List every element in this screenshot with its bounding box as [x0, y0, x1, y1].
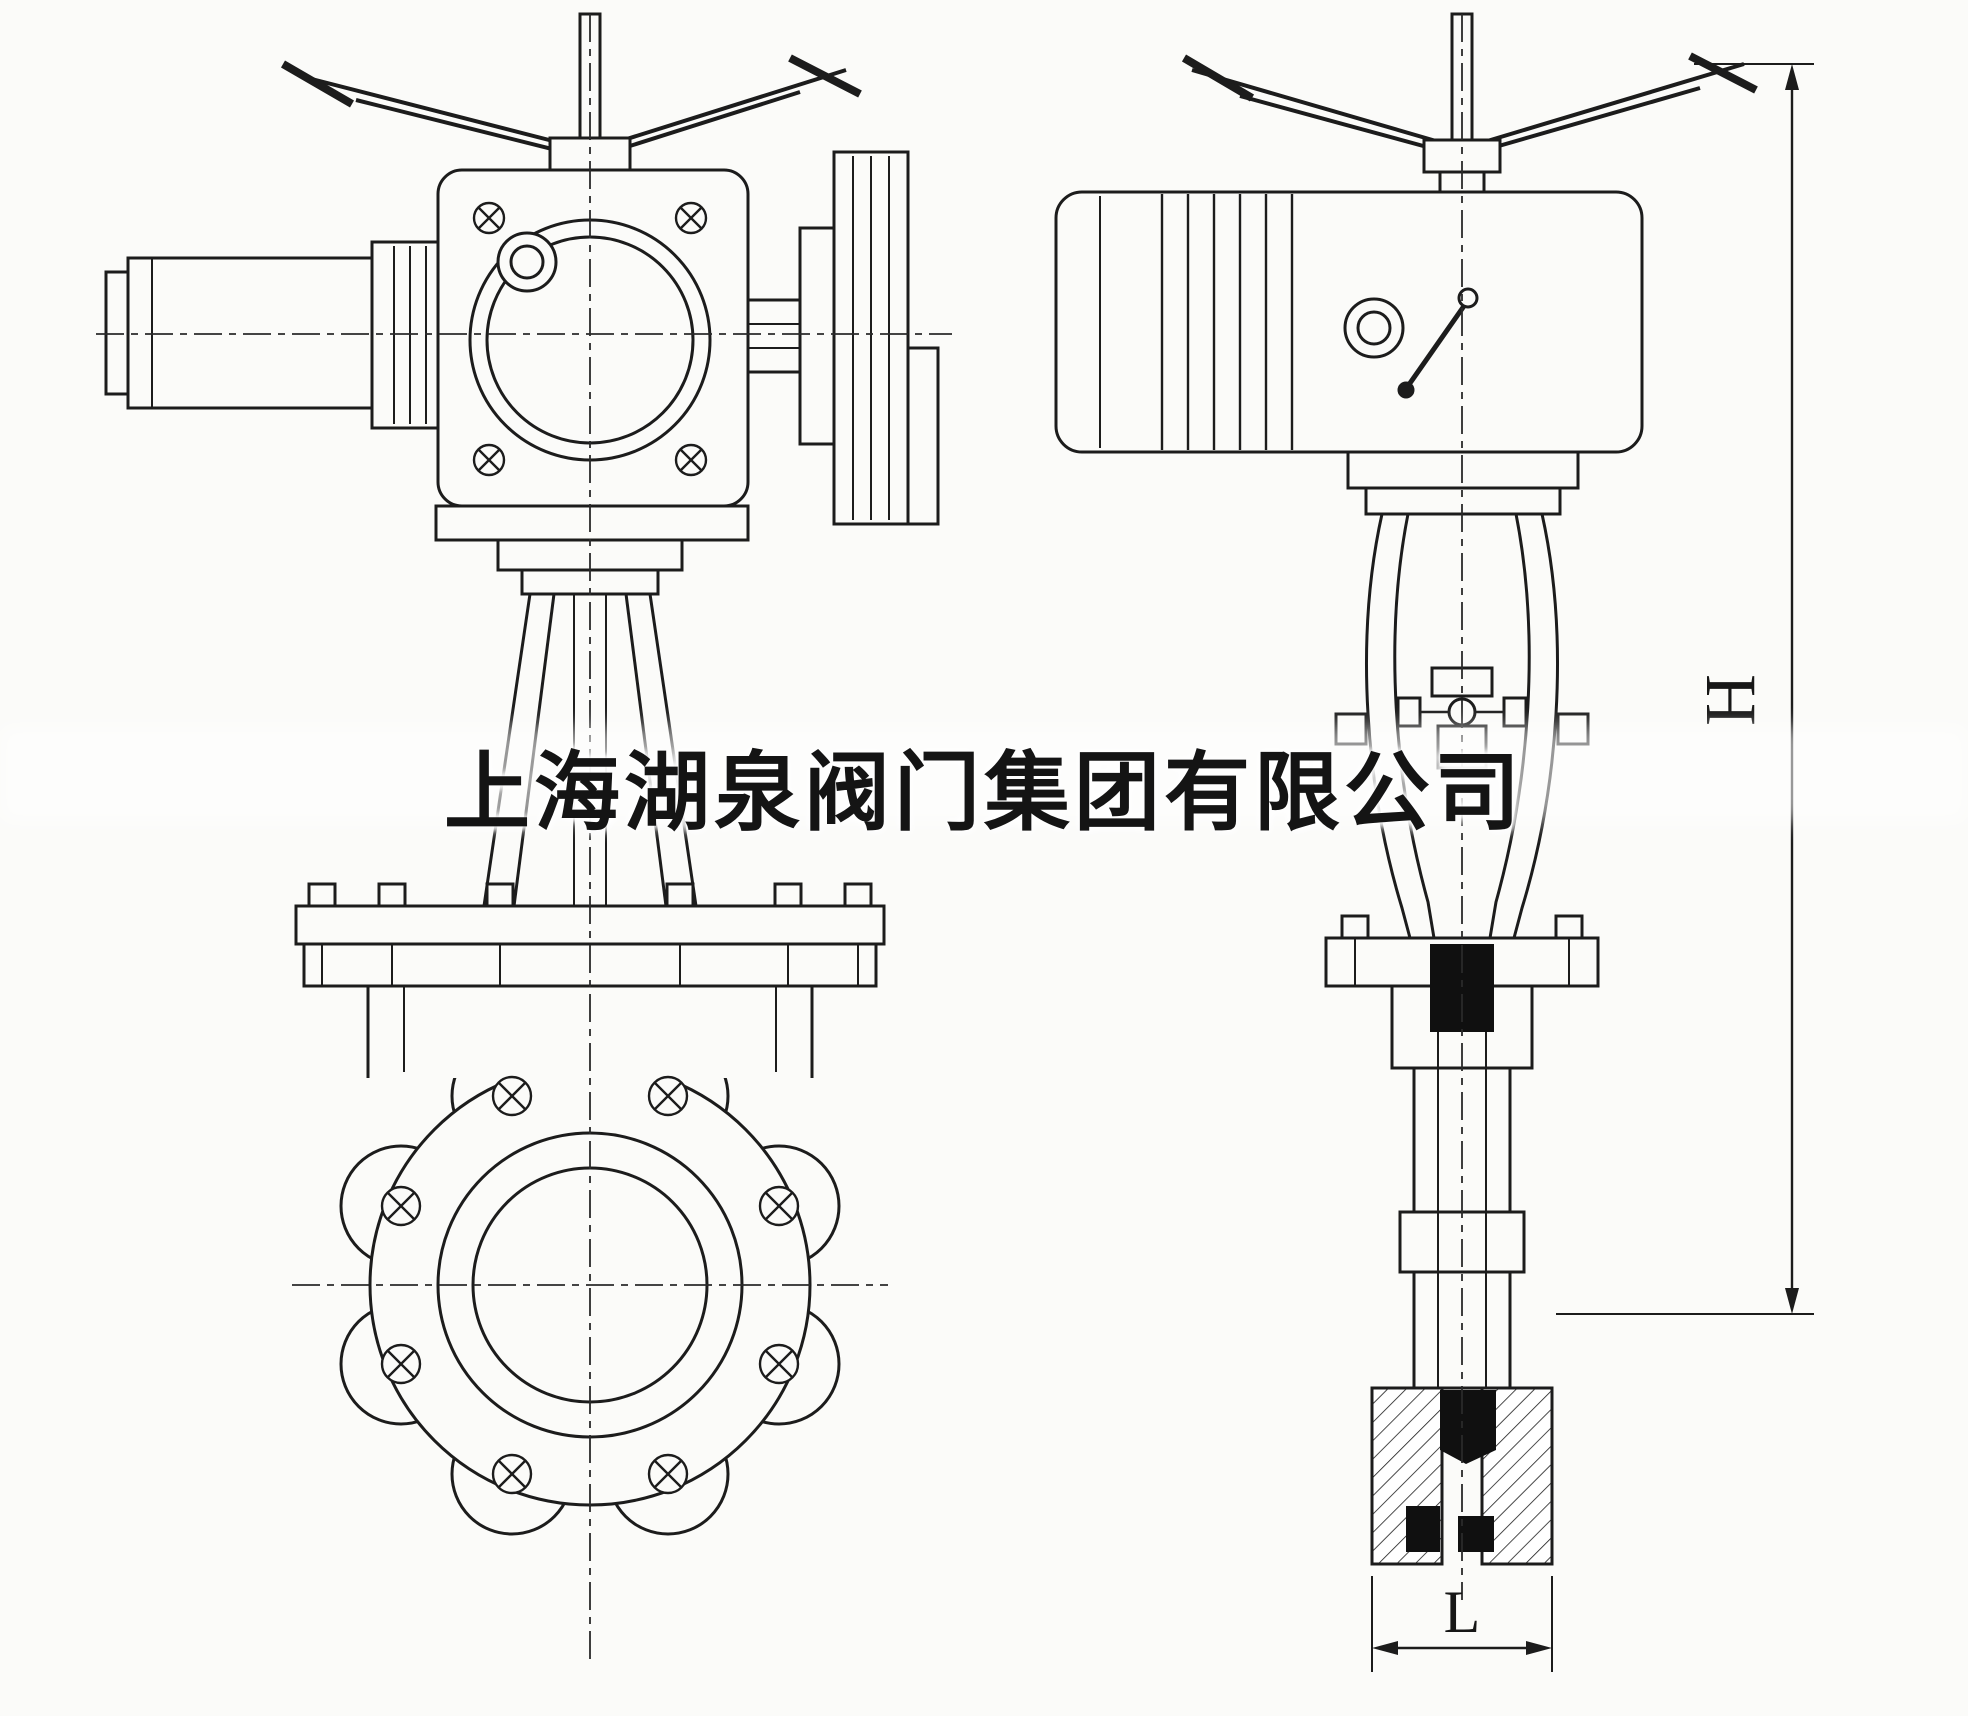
gearbox-port-circle	[496, 231, 558, 293]
front-handwheel	[280, 12, 862, 174]
front-actuator-gearbox	[436, 168, 750, 508]
seat-insert-solid-2	[1458, 1516, 1494, 1552]
side-port-circle	[1343, 297, 1405, 359]
side-actuator-housing	[1054, 190, 1644, 454]
side-body	[1390, 984, 1534, 1390]
motor-end-cap	[104, 270, 130, 396]
arrow-right-icon	[1526, 1641, 1552, 1655]
front-view	[96, 12, 952, 1660]
seat-insert-solid	[1406, 1506, 1440, 1552]
front-mounting-plates	[434, 504, 750, 596]
dimension-h-label: H	[1690, 674, 1770, 726]
arrow-left-icon	[1372, 1641, 1398, 1655]
flange-bolt-holes	[380, 1075, 800, 1495]
dimension-l: L	[1371, 1576, 1553, 1672]
front-output-discs	[746, 150, 940, 526]
motor-body	[126, 256, 374, 410]
gearbox-corner-screws	[472, 201, 708, 477]
arrow-up-icon	[1785, 64, 1799, 90]
dimension-l-label: L	[1444, 1579, 1481, 1645]
side-view	[1054, 12, 1758, 1600]
front-centerlines	[96, 14, 952, 1660]
arrow-down-icon	[1785, 1288, 1799, 1314]
seat-ring-solid	[1440, 1390, 1496, 1464]
front-flange-details	[380, 1075, 800, 1495]
declutch-lever	[1397, 287, 1479, 399]
dimension-h: H	[1556, 63, 1814, 1315]
side-handwheel	[1181, 12, 1758, 194]
side-flange-section	[1370, 1386, 1554, 1566]
side-mounting-plates	[1346, 450, 1580, 516]
front-electric-motor	[104, 240, 440, 430]
